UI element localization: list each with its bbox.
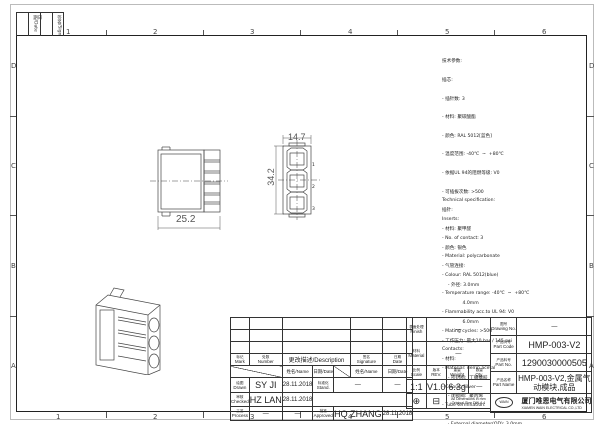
company-logo: WAIN bbox=[495, 397, 513, 409]
front-view-drawing bbox=[274, 135, 320, 220]
contact-number-2: 2 bbox=[312, 185, 315, 190]
zone-right-d: D bbox=[589, 62, 595, 70]
dimensions-note: All Dimensions in mm bbox=[451, 396, 486, 401]
zone-right-b: B bbox=[589, 262, 594, 270]
zone-top-2: 2 bbox=[153, 28, 158, 36]
part-code-value: HMP-003-V2 bbox=[516, 335, 593, 354]
revision-sign-label: 签名/Sign bbox=[56, 15, 62, 36]
checked-name: HZ LAN bbox=[248, 392, 283, 407]
zone-bottom-5: 5 bbox=[445, 413, 450, 421]
date-col-header: 日期/Date bbox=[312, 365, 335, 378]
zone-left-b: B bbox=[11, 262, 16, 270]
cone-symbol-icon: ⊟ bbox=[425, 393, 447, 409]
zone-bottom-2: 2 bbox=[153, 413, 158, 421]
original-size-note: Original Size DIN A 4 bbox=[451, 401, 486, 405]
zone-bottom-1: 1 bbox=[56, 413, 61, 421]
front-view-height-dimension: 34.2 bbox=[265, 168, 276, 186]
contact-number-1: 1 bbox=[312, 163, 315, 168]
isometric-view-drawing bbox=[95, 287, 161, 375]
scale-value: 1:1 bbox=[406, 379, 427, 394]
part-no-value: 1290030000505 bbox=[516, 353, 593, 372]
weight-value: 6.3g bbox=[445, 379, 469, 394]
qty-value: — bbox=[467, 379, 492, 394]
drawn-name: SY JI bbox=[248, 377, 283, 393]
description-header: 更改描述/Description bbox=[281, 353, 352, 366]
revision-date-label: 日期/Date bbox=[32, 15, 43, 32]
zone-top-5: 5 bbox=[445, 28, 450, 36]
drawing-no-value: — bbox=[516, 317, 593, 336]
company-block: WAIN 厦门唯恩电气有限公司 XIAMEN WAIN ELECTRICAL C… bbox=[489, 393, 593, 413]
rev-value: V1.0 bbox=[425, 379, 447, 394]
name-col-header-2: 姓名/Name bbox=[350, 365, 383, 378]
contact-number-3: 3 bbox=[312, 207, 315, 212]
zone-left-d: D bbox=[11, 62, 17, 70]
drawn-date: 28.11.2018 bbox=[281, 377, 314, 393]
projection-symbol-icon: ⊕ bbox=[406, 393, 427, 409]
zone-left-a: A bbox=[11, 362, 16, 370]
side-view-width-dimension: 25.2 bbox=[176, 214, 196, 225]
zone-left-c: C bbox=[11, 162, 16, 170]
approved-date: 28.11.2018 bbox=[381, 406, 414, 421]
material-value: — bbox=[425, 341, 492, 366]
finish-value: — bbox=[425, 317, 492, 342]
name-col-header: 姓名/Name bbox=[281, 365, 314, 378]
side-view-drawing bbox=[150, 146, 228, 230]
revision-box: 日期/Date 签名/Sign bbox=[16, 12, 64, 36]
zone-top-3: 3 bbox=[250, 28, 255, 36]
zone-top-6: 6 bbox=[542, 28, 547, 36]
process-name: — bbox=[248, 406, 283, 421]
checked-date: 28.11.2018 bbox=[281, 392, 314, 407]
approved-name: HQ ZHANG bbox=[333, 406, 383, 421]
part-name-value: HMP-003-V2,金属气 动模块,成品 bbox=[516, 371, 593, 394]
stand-name: — bbox=[333, 377, 383, 393]
company-name-en: XIAMEN WAIN ELECTRICAL CO.,LTD bbox=[521, 405, 582, 410]
zone-right-c: C bbox=[589, 162, 594, 170]
company-name-cn: 厦门唯恩电气有限公司 bbox=[521, 397, 592, 405]
zone-top-4: 4 bbox=[348, 28, 353, 36]
zone-top-1: 1 bbox=[66, 28, 71, 36]
process-date: — bbox=[281, 406, 314, 421]
zone-bottom-6: 6 bbox=[542, 413, 547, 421]
front-view-width-dimension: 14.7 bbox=[288, 132, 306, 142]
